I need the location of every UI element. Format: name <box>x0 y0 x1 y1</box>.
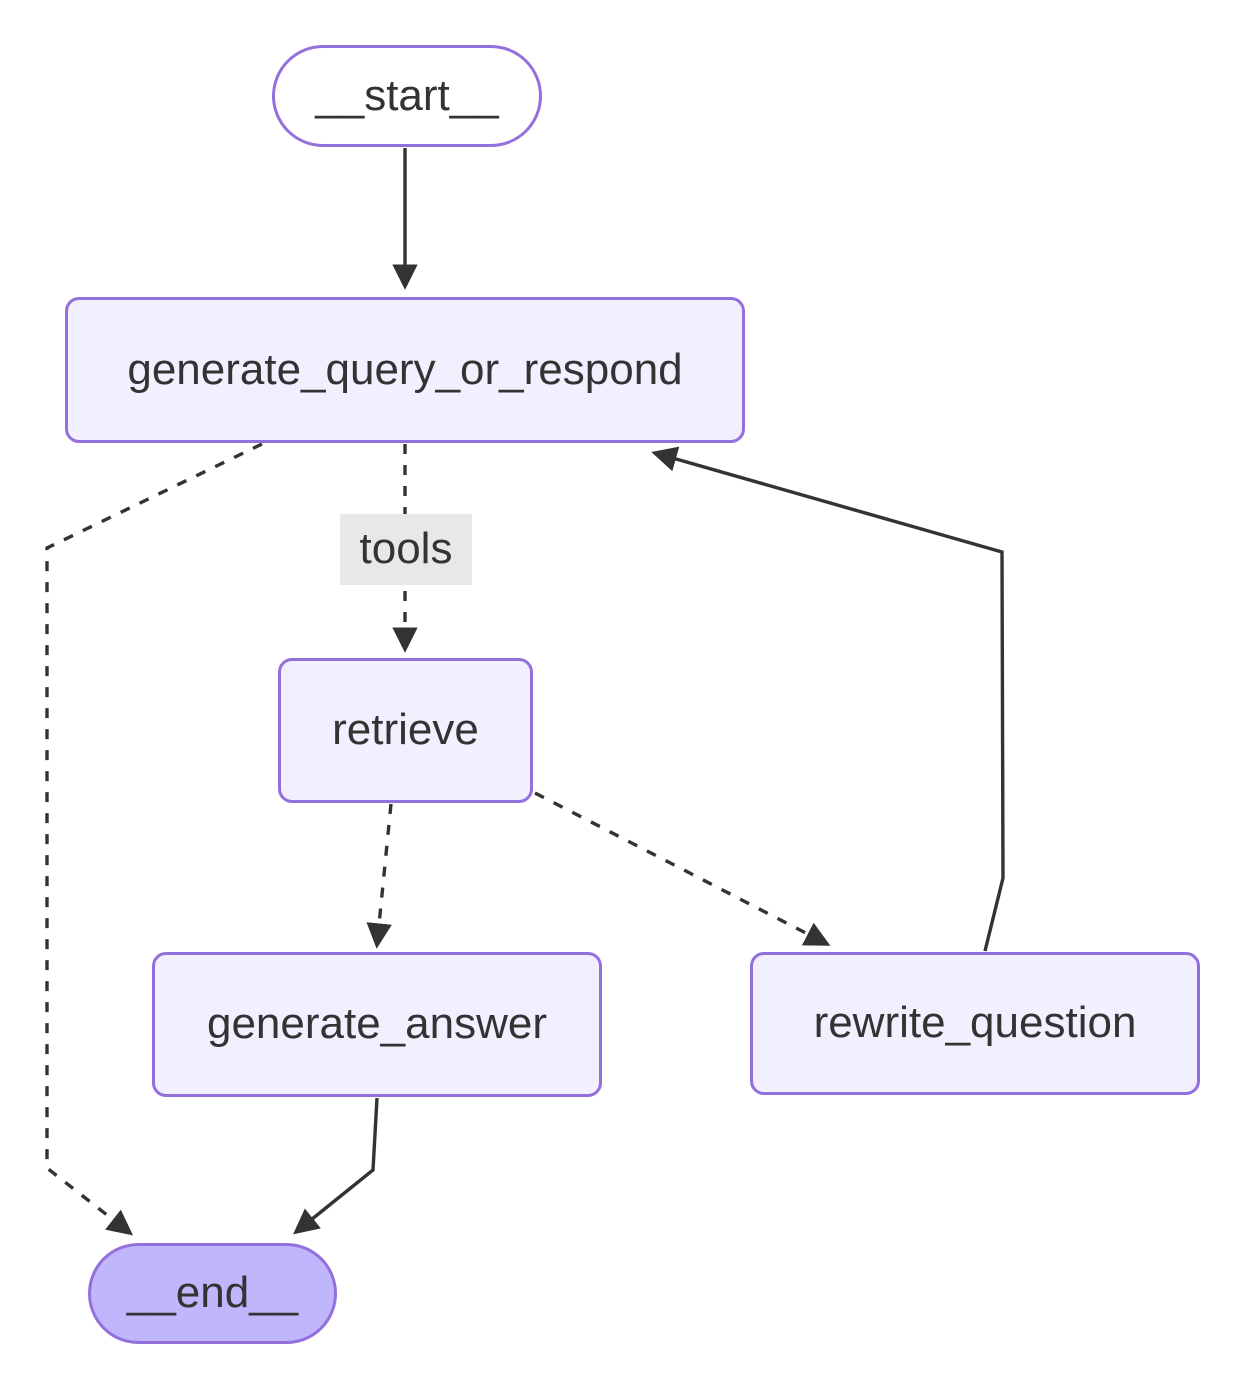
node-start: __start__ <box>272 45 542 147</box>
node-start-label: __start__ <box>315 70 499 120</box>
edge-retrieve-to-generate-answer <box>366 803 393 949</box>
edge-generate-answer-to-end <box>293 1097 379 1235</box>
edge-rewrite-question-to-generate-query <box>651 446 1005 952</box>
node-retrieve-label: retrieve <box>332 705 479 755</box>
edge-retrieve-to-rewrite-question <box>534 791 831 946</box>
node-generate-query-or-respond-label: generate_query_or_respond <box>127 344 683 394</box>
edge-label-tools: tools <box>340 514 472 585</box>
edge-generate-query-to-end <box>45 442 263 1236</box>
node-rewrite-question-label: rewrite_question <box>813 998 1137 1048</box>
node-end: __end__ <box>88 1243 337 1344</box>
node-generate-answer: generate_answer <box>152 952 602 1097</box>
node-end-label: __end__ <box>126 1268 299 1318</box>
node-generate-answer-label: generate_answer <box>206 999 547 1049</box>
node-retrieve: retrieve <box>278 658 533 803</box>
node-rewrite-question: rewrite_question <box>750 952 1200 1095</box>
node-generate-query-or-respond: generate_query_or_respond <box>65 297 745 443</box>
